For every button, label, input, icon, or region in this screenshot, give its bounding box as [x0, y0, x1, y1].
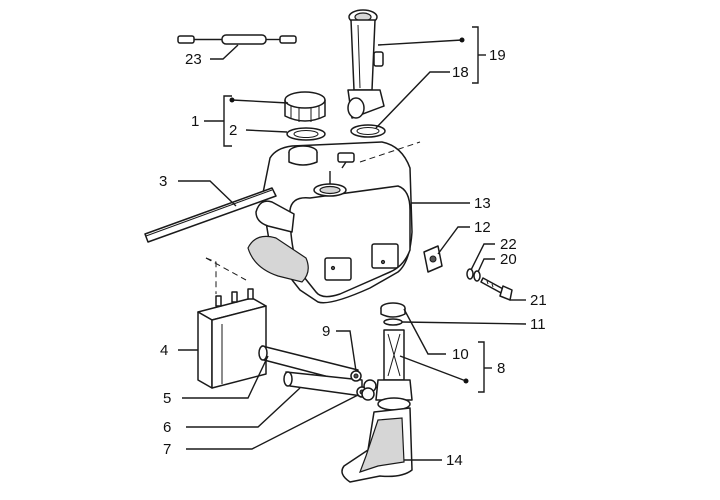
part-9-hose-clamp: [350, 370, 362, 382]
callout-19: 19: [489, 47, 506, 64]
part-19-filler-neck: [347, 9, 385, 119]
callout-7: 7: [163, 441, 171, 458]
callout-3: 3: [159, 173, 167, 190]
callout-21: 21: [530, 292, 547, 309]
part-21-bolt: [480, 277, 513, 301]
part-3-breather-hose: [144, 187, 277, 243]
callout-9: 9: [322, 323, 330, 340]
callout-12: 12: [474, 219, 491, 236]
callout-11: 11: [530, 316, 546, 333]
part-2-cap-gasket: [286, 127, 326, 141]
part-18-seal-ring: [350, 124, 386, 138]
callout-14: 14: [446, 452, 463, 469]
part-1-tank-cap: [284, 91, 326, 122]
part-20-washer: [473, 270, 481, 282]
callout-23: 22: [500, 236, 517, 253]
callout-4: 4: [160, 342, 168, 359]
callout-6: 6: [163, 419, 171, 436]
part-10-filter-cap: [380, 302, 406, 318]
callout-20: 20: [500, 251, 517, 268]
callout-18: 18: [452, 64, 469, 81]
part-11-o-ring: [383, 318, 403, 326]
part-13-fuel-tank: [247, 141, 421, 304]
part-4-module: [197, 257, 267, 389]
callout-22: 23: [185, 51, 202, 68]
leader-lines: [178, 26, 527, 461]
part-23-washer: [466, 268, 474, 280]
part-22-wire-lead: [177, 34, 297, 45]
callout-5: 5: [163, 390, 171, 407]
callout-1: 1: [191, 113, 199, 130]
callout-8: 8: [497, 360, 505, 377]
callout-10: 10: [452, 346, 469, 363]
part-14-tap-shield: [341, 407, 413, 483]
part-8-fuel-tap: [361, 329, 413, 411]
callout-13: 13: [474, 195, 491, 212]
callout-labels: 23 19 18 1 2 3 13 12 22 20 21 11 9 10 4 …: [159, 47, 547, 469]
callout-2: 2: [229, 122, 237, 139]
part-12-clip-nut: [423, 245, 443, 273]
